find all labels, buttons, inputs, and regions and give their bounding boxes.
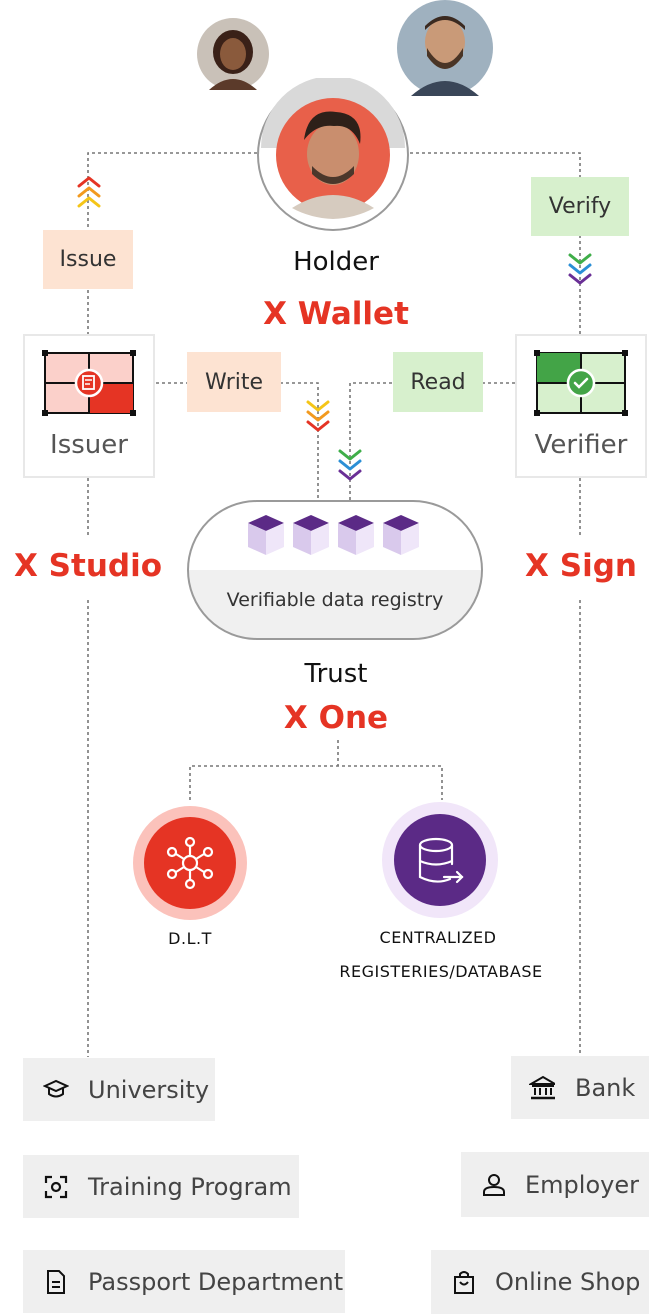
registry-label: Verifiable data registry bbox=[226, 589, 444, 611]
x-sign-label: X Sign bbox=[525, 548, 637, 584]
x-studio-label: X Studio bbox=[13, 548, 163, 584]
verify-chevrons-icon bbox=[568, 253, 592, 285]
verify-tag: Verify bbox=[531, 177, 629, 236]
avatar-woman bbox=[197, 18, 269, 90]
issuer-credential-icon bbox=[42, 350, 136, 416]
focus-frame-icon bbox=[43, 1174, 69, 1200]
entity-university: University bbox=[23, 1058, 215, 1121]
verifier-label: Verifier bbox=[534, 430, 628, 460]
issuer-label: Issuer bbox=[50, 430, 128, 460]
x-wallet-label: X Wallet bbox=[263, 296, 409, 332]
entity-employer: Employer bbox=[461, 1152, 649, 1217]
x-one-label: X One bbox=[283, 700, 389, 736]
dlt-label: D.L.T bbox=[168, 929, 212, 948]
entity-label: University bbox=[88, 1075, 210, 1104]
trust-label: Trust bbox=[304, 659, 368, 689]
write-chevrons-icon bbox=[306, 400, 330, 432]
entity-bank: Bank bbox=[511, 1056, 649, 1119]
write-tag: Write bbox=[187, 352, 281, 412]
shopping-bag-icon bbox=[451, 1269, 477, 1295]
read-chevrons-icon bbox=[338, 449, 362, 481]
entity-label: Online Shop bbox=[495, 1268, 641, 1296]
entity-label: Passport Department bbox=[88, 1267, 344, 1296]
bank-icon bbox=[529, 1075, 555, 1101]
database-label-line1: CENTRALIZED bbox=[379, 928, 497, 947]
issue-tag: Issue bbox=[43, 230, 133, 289]
avatar-man-beard bbox=[397, 0, 493, 96]
database-label-line2: REGISTERIES/DATABASE bbox=[339, 962, 543, 981]
entity-training-program: Training Program bbox=[23, 1155, 299, 1218]
database-icon bbox=[382, 802, 498, 918]
registry-pill bbox=[187, 500, 483, 640]
entity-label: Employer bbox=[525, 1170, 639, 1199]
data-cubes-icon bbox=[248, 515, 419, 555]
entity-passport-department: Passport Department bbox=[23, 1250, 345, 1313]
entity-label: Bank bbox=[575, 1073, 636, 1102]
holder-avatar bbox=[257, 78, 409, 231]
document-icon bbox=[43, 1269, 69, 1295]
holder-label: Holder bbox=[293, 247, 379, 277]
dlt-node-icon bbox=[133, 806, 247, 920]
issue-chevrons-icon bbox=[77, 176, 101, 208]
read-tag: Read bbox=[393, 352, 483, 412]
person-icon bbox=[481, 1172, 507, 1198]
graduation-cap-icon bbox=[43, 1077, 69, 1103]
entity-label: Training Program bbox=[88, 1172, 292, 1201]
entity-online-shop: Online Shop bbox=[431, 1250, 649, 1314]
verifier-credential-icon bbox=[534, 350, 628, 416]
